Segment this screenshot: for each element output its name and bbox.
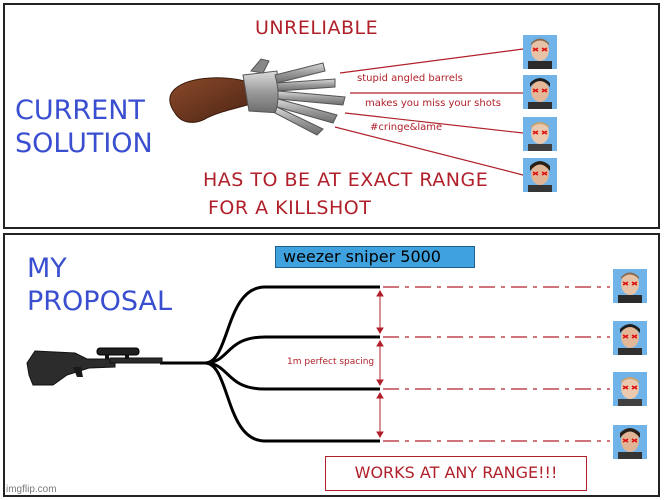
tagline-box: WORKS AT ANY RANGE!!! bbox=[325, 456, 587, 491]
callout-angled-barrels: stupid angled barrels bbox=[357, 73, 463, 84]
face-photo-icon bbox=[613, 321, 647, 355]
callout-cringe: #cringe&lame bbox=[370, 122, 443, 133]
face-photo-icon bbox=[523, 35, 557, 69]
face-photo-icon bbox=[613, 425, 647, 459]
exact-range-line2: FOR A KILLSHOT bbox=[208, 197, 372, 219]
face-photo-icon bbox=[523, 117, 557, 151]
my-proposal-label: MY PROPOSAL bbox=[27, 253, 172, 317]
face-photo-icon bbox=[523, 158, 557, 192]
unreliable-heading: UNRELIABLE bbox=[255, 17, 379, 39]
sniper-rifle-icon bbox=[26, 347, 163, 386]
top-panel: CURRENT SOLUTION UNRELIABLE stupid angle… bbox=[3, 3, 660, 229]
duck-foot-pistol-icon bbox=[169, 48, 524, 176]
face-photo-icon bbox=[613, 372, 647, 406]
bottom-panel: MY PROPOSAL weezer sniper 5000 bbox=[3, 233, 660, 497]
callout-miss-shots: makes you miss your shots bbox=[365, 98, 501, 109]
current-solution-label: CURRENT SOLUTION bbox=[15, 95, 153, 159]
exact-range-line1: HAS TO BE AT EXACT RANGE bbox=[203, 169, 489, 191]
face-photo-icon bbox=[613, 269, 647, 303]
product-name-badge: weezer sniper 5000 bbox=[275, 246, 475, 268]
barrel-diagram bbox=[26, 285, 610, 443]
face-photo-icon bbox=[523, 75, 557, 109]
watermark: imgflip.com bbox=[6, 484, 57, 495]
spacing-label: 1m perfect spacing bbox=[287, 357, 375, 367]
